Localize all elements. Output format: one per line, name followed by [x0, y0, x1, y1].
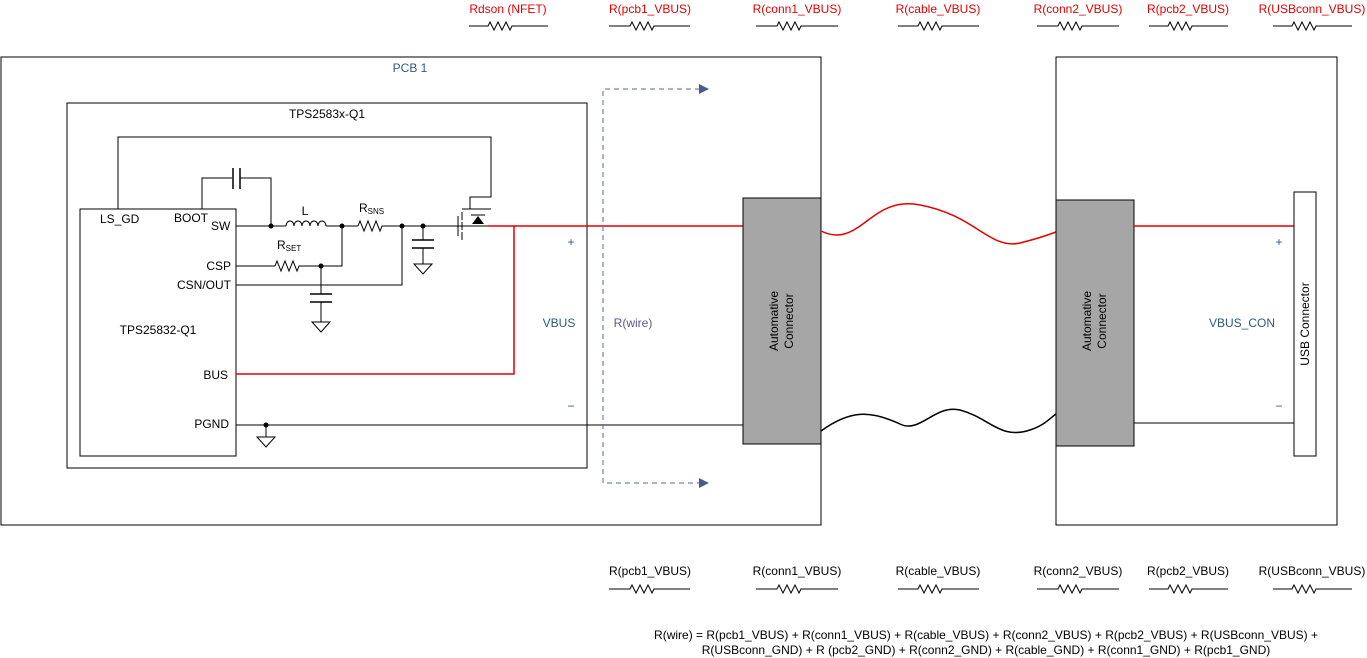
out-cap-ground-icon: [412, 263, 434, 275]
rwire-bracket: [602, 88, 700, 484]
inductor: [285, 220, 327, 227]
rwire-label: R(wire): [614, 316, 653, 330]
bottom-label-conn1: R(conn1_VBUS): [753, 564, 842, 578]
bottom-resistor-conn2: [1037, 583, 1119, 595]
pcb1-label: PCB 1: [393, 61, 428, 75]
boot-wire: [201, 177, 272, 226]
pin-bus: BUS: [203, 368, 228, 382]
minus-left: −: [567, 399, 574, 413]
rsns-resistor: [357, 219, 402, 233]
minus-right: −: [1275, 399, 1282, 413]
ic-inner-box: [79, 208, 237, 457]
formula-line-1: R(wire) = R(pcb1_VBUS) + R(conn1_VBUS) +…: [654, 628, 1318, 642]
rset-label: RSET: [277, 238, 301, 253]
top-label-pcb1: R(pcb1_VBUS): [609, 2, 691, 16]
top-label-conn1: R(conn1_VBUS): [753, 2, 842, 16]
rsns-label-main: R: [359, 201, 368, 215]
rsns-label-sub: SNS: [368, 207, 384, 216]
bottom-resistor-usbconn: [1273, 583, 1352, 595]
bottom-label-pcb1: R(pcb1_VBUS): [609, 564, 691, 578]
top-resistor-pcb1: [609, 20, 690, 32]
plus-right: +: [1275, 235, 1282, 249]
rwire-arrow-bottom: [699, 478, 709, 488]
bottom-resistor-conn1: [756, 583, 838, 595]
plus-left: +: [567, 235, 574, 249]
usb-connector-label: USB Connector: [1298, 282, 1312, 365]
csp-ground-icon: [310, 321, 332, 333]
pin-csn-out: CSN/OUT: [177, 278, 232, 292]
cable-vbus-wire: [820, 203, 1057, 245]
connector-left-label-line2: Connector: [782, 293, 796, 348]
pin-ls-gd: LS_GD: [100, 212, 140, 226]
vbus-con-label: VBUS_CON: [1209, 316, 1275, 330]
usb-connector: [1293, 191, 1317, 457]
top-resistor-row: Rdson (NFET) R(pcb1_VBUS) R(conn1_VBUS) …: [469, 2, 1366, 32]
top-label-conn2: R(conn2_VBUS): [1034, 2, 1123, 16]
top-label-pcb2: R(pcb2_VBUS): [1147, 2, 1229, 16]
connector-left-label-line1: Automative: [767, 291, 781, 351]
automotive-connector-left: [742, 197, 822, 445]
bottom-resistor-row: R(pcb1_VBUS) R(conn1_VBUS) R(cable_VBUS)…: [609, 564, 1366, 595]
pin-sw: SW: [211, 219, 231, 233]
rset-label-sub: SET: [286, 244, 302, 253]
top-resistor-usbconn: [1273, 20, 1352, 32]
top-resistor-rdson: [469, 20, 548, 32]
sw-node: [268, 223, 274, 229]
rset-label-main: R: [277, 238, 286, 252]
bottom-label-cable: R(cable_VBUS): [896, 564, 981, 578]
csn-out-wire: [236, 226, 403, 286]
rsns-label: RSNS: [359, 201, 384, 216]
top-label-cable: R(cable_VBUS): [896, 2, 981, 16]
pin-pgnd: PGND: [194, 417, 229, 431]
connector-right-label-line1: Automative: [1080, 291, 1094, 351]
rwire-arrow-top: [699, 84, 709, 94]
pin-boot: BOOT: [174, 211, 209, 225]
pgnd-ground-icon: [255, 425, 277, 448]
cable-gnd-wire: [820, 408, 1057, 434]
bottom-label-usbconn: R(USBconn_VBUS): [1259, 564, 1366, 578]
vbus-label: VBUS: [543, 316, 576, 330]
top-label-usbconn: R(USBconn_VBUS): [1259, 2, 1366, 16]
ic-inner-label: TPS25832-Q1: [120, 323, 197, 337]
pin-csp: CSP: [206, 259, 231, 273]
top-resistor-cable: [898, 20, 979, 32]
bottom-resistor-pcb2: [1149, 583, 1228, 595]
bottom-resistor-cable: [898, 583, 979, 595]
connector-right-label-line2: Connector: [1095, 293, 1109, 348]
inductor-label: L: [302, 204, 309, 218]
top-resistor-conn1: [756, 20, 838, 32]
bottom-resistor-pcb1: [609, 583, 690, 595]
bottom-label-pcb2: R(pcb2_VBUS): [1147, 564, 1229, 578]
bus-sense-wire: [236, 226, 515, 375]
top-resistor-conn2: [1037, 20, 1119, 32]
top-label-rdson: Rdson (NFET): [469, 2, 546, 16]
bottom-label-conn2: R(conn2_VBUS): [1034, 564, 1123, 578]
top-resistor-pcb2: [1149, 20, 1228, 32]
formula-line-2: R(USBconn_GND) + R (pcb2_GND) + R(conn2_…: [702, 643, 1271, 657]
ic-outer-label: TPS2583x-Q1: [289, 107, 365, 121]
automotive-connector-right: [1055, 199, 1135, 447]
